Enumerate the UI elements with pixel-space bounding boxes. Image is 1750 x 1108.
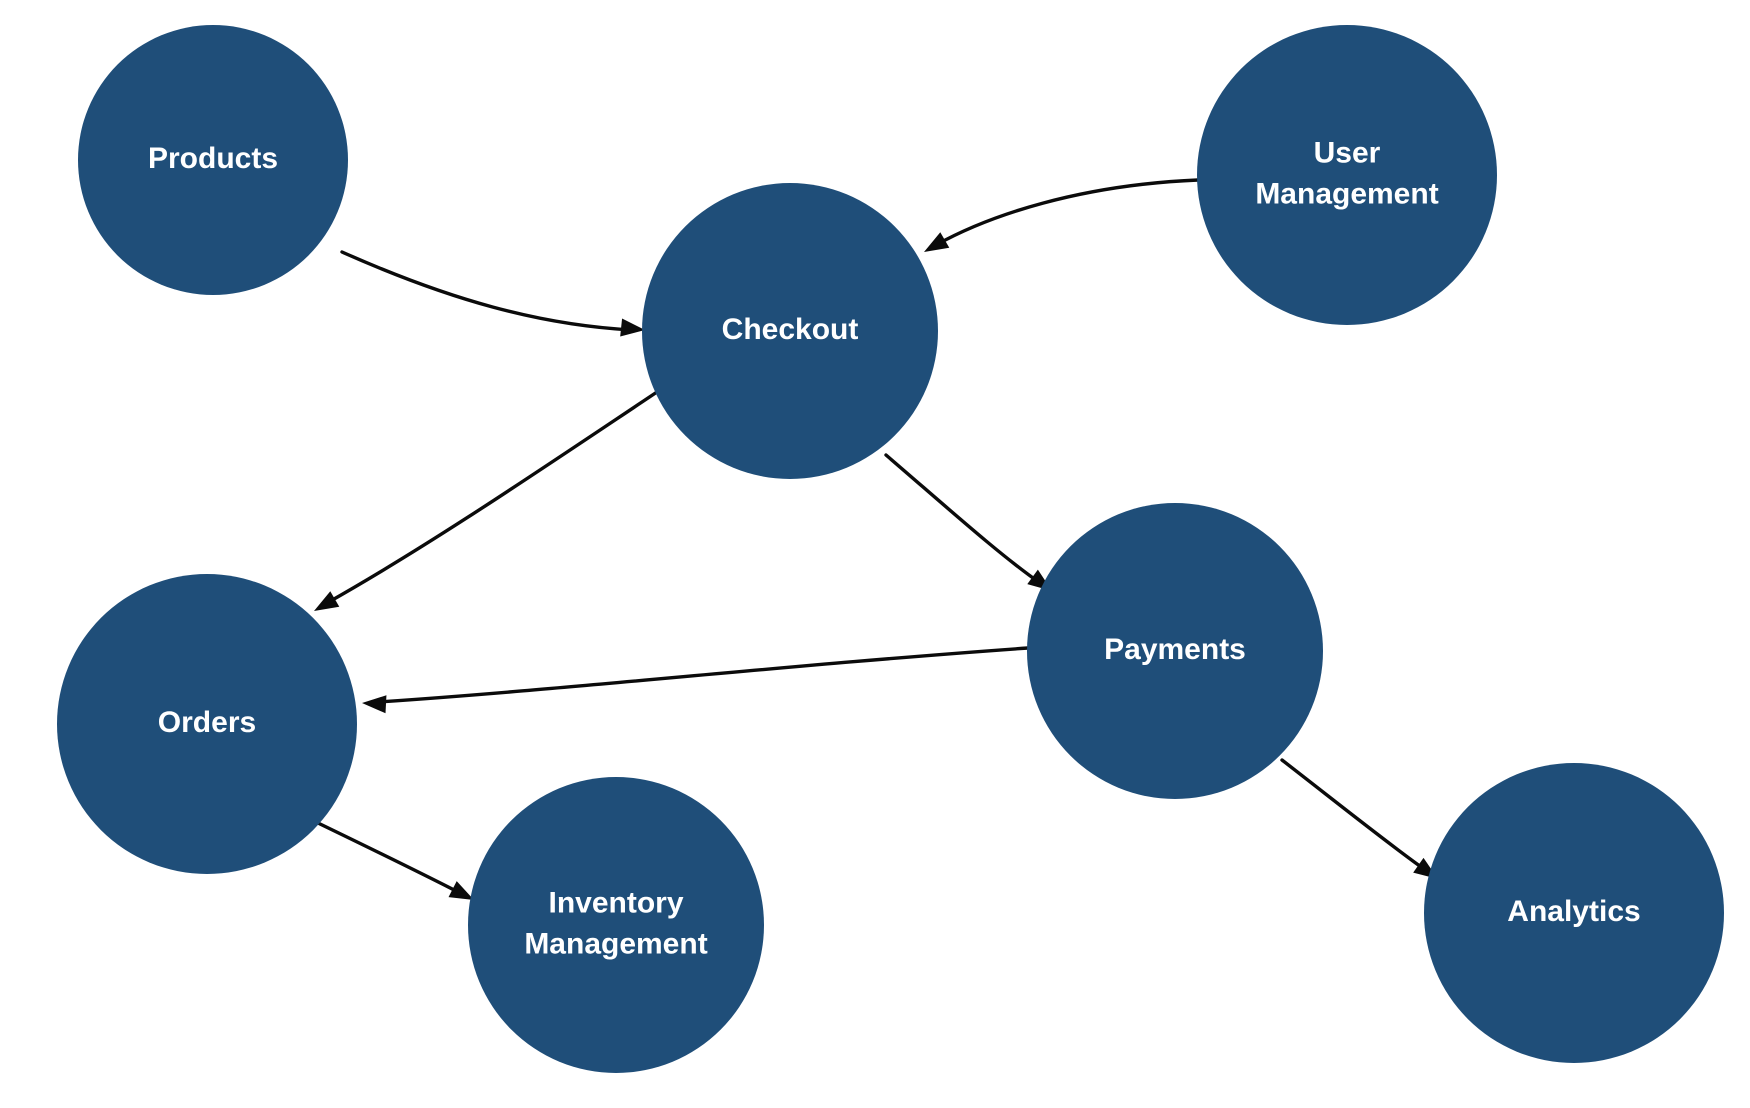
node-circle[interactable]: [468, 777, 764, 1073]
edge-line: [316, 821, 462, 895]
node-label-line: Management: [524, 928, 707, 961]
edge-line: [884, 453, 1042, 585]
arrowhead-icon: [448, 881, 474, 900]
arrowhead-icon: [314, 591, 340, 611]
node-circle[interactable]: [1424, 763, 1724, 1063]
node-payments[interactable]: Payments: [1027, 503, 1323, 799]
arrowhead-icon: [362, 695, 387, 714]
node-label-line: Products: [148, 142, 278, 175]
edge-line: [1280, 758, 1426, 871]
node-label-line: Payments: [1104, 633, 1246, 666]
edge-products-to-checkout: [340, 250, 645, 337]
edge-checkout-to-orders: [314, 388, 662, 611]
node-circle[interactable]: [642, 183, 938, 479]
node-analytics[interactable]: Analytics: [1424, 763, 1724, 1063]
edge-payments-to-orders: [362, 646, 1030, 714]
edge-line: [934, 178, 1200, 247]
node-label-line: Analytics: [1507, 895, 1640, 928]
node-circle[interactable]: [1027, 503, 1323, 799]
edge-user-management-to-checkout: [924, 178, 1200, 252]
node-label: Orders: [158, 706, 256, 739]
edge-line: [376, 646, 1030, 704]
arrowhead-icon: [924, 232, 950, 252]
edge-orders-to-inventory-management: [316, 821, 474, 900]
node-label: Products: [148, 142, 278, 175]
node-label: Payments: [1104, 633, 1246, 666]
node-checkout[interactable]: Checkout: [642, 183, 938, 479]
node-circle[interactable]: [57, 574, 357, 874]
edge-line: [340, 250, 634, 332]
edge-payments-to-analytics: [1280, 758, 1438, 879]
node-label-line: Inventory: [548, 886, 683, 919]
node-orders[interactable]: Orders: [57, 574, 357, 874]
node-label-line: Checkout: [722, 313, 859, 346]
node-label-line: Orders: [158, 706, 256, 739]
node-circle[interactable]: [78, 25, 348, 295]
node-circle[interactable]: [1197, 25, 1497, 325]
node-label-line: Management: [1255, 178, 1438, 211]
edge-checkout-to-payments: [884, 453, 1052, 591]
node-label-line: User: [1314, 136, 1381, 169]
arrowhead-icon: [620, 318, 645, 337]
node-products[interactable]: Products: [78, 25, 348, 295]
node-label: Checkout: [722, 313, 859, 346]
node-label: Analytics: [1507, 895, 1640, 928]
edges-layer: [314, 178, 1438, 900]
edge-line: [325, 388, 662, 605]
